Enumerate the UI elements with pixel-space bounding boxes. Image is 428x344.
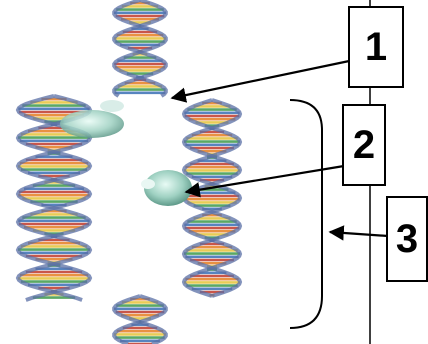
label-2-text: 2	[352, 122, 376, 167]
dna-strand-left	[15, 94, 93, 302]
label-box-2: 2	[342, 104, 386, 186]
label-1-text: 1	[364, 24, 388, 69]
dna-parent-bottom	[112, 294, 168, 344]
arrow-1	[170, 58, 355, 103]
arrow-2	[184, 164, 345, 198]
helicase-enzyme	[60, 100, 124, 138]
label-3-text: 3	[395, 216, 419, 261]
label-box-1: 1	[348, 6, 404, 88]
dna-double-helix	[15, 0, 243, 344]
arrow-3	[328, 225, 389, 241]
dna-parent-top	[112, 0, 168, 98]
polymerase-enzyme	[141, 170, 192, 206]
region-bracket	[289, 99, 323, 329]
label-box-3: 3	[386, 196, 428, 282]
dna-strand-right	[181, 98, 243, 298]
